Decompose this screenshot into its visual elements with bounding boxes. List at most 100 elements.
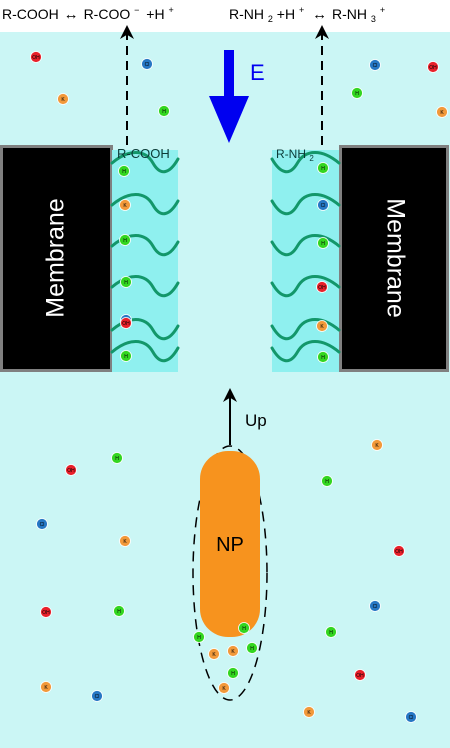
potassium-ion-disc (371, 439, 383, 451)
hydroxide-ion-disc (30, 51, 42, 63)
proton-ion-disc (113, 605, 125, 617)
chloride-ion: Cl (369, 600, 381, 612)
potassium-ion-label: K (375, 443, 379, 449)
potassium-ion-label: K (320, 324, 324, 330)
potassium-ion-disc (57, 93, 69, 105)
membrane-left-label: Membrane (42, 198, 70, 318)
right-group-subscript: 2 (309, 154, 314, 163)
velocity-label: Up (245, 411, 267, 430)
chloride-ion: Cl (36, 518, 48, 530)
potassium-ion-label: K (307, 710, 311, 716)
membrane-right (339, 145, 449, 372)
proton-ion-disc (158, 105, 170, 117)
hydroxide-ion-label: OH (122, 321, 130, 327)
potassium-ion-label: K (61, 97, 65, 103)
potassium-ion-label: K (212, 652, 216, 658)
hydroxide-ion-disc (65, 464, 77, 476)
hydroxide-ion-label: OH (67, 468, 75, 474)
chloride-ion: Cl (91, 690, 103, 702)
left-proton-term: +H (146, 6, 164, 22)
brushes-right (270, 151, 341, 363)
potassium-ion-label: K (440, 110, 444, 116)
hydroxide-ion: OH (354, 669, 366, 681)
chloride-ion: Cl (317, 199, 329, 211)
hydroxide-ion: OH (30, 51, 42, 63)
hydroxide-ion: OH (120, 317, 132, 329)
hydroxide-ion-label: OH (32, 55, 40, 61)
nanoparticle-label: NP (216, 534, 244, 556)
proton-ion-label: H (325, 479, 329, 485)
chloride-ion-label: Cl (40, 522, 45, 528)
chloride-ion-disc (91, 690, 103, 702)
right-equation: R-NH 2 +H + ↔ R-NH 3 + (229, 0, 385, 25)
field-label: E (250, 60, 265, 85)
proton-ion: H (321, 475, 333, 487)
potassium-ion-label: K (44, 685, 48, 691)
right-reactant-subscript: 2 (268, 14, 273, 24)
proton-ion: H (317, 162, 329, 174)
proton-ion: H (351, 87, 363, 99)
proton-ion-label: H (321, 241, 325, 247)
chloride-ion-disc (36, 518, 48, 530)
proton-ion-disc (118, 165, 130, 177)
potassium-ion: K (119, 199, 131, 211)
proton-ion: H (317, 237, 329, 249)
left-product: R-COO (84, 6, 131, 22)
right-product-charge: + (380, 5, 385, 15)
proton-ion-disc (227, 667, 239, 679)
potassium-ion-disc (119, 535, 131, 547)
potassium-ion: K (316, 320, 328, 332)
hydroxide-ion-label: OH (356, 673, 364, 679)
hydroxide-ion: OH (65, 464, 77, 476)
potassium-ion: K (436, 106, 448, 118)
potassium-ion-disc (436, 106, 448, 118)
proton-ion: H (193, 631, 205, 643)
hydroxide-ion-label: OH (318, 285, 326, 291)
proton-ion-disc (238, 622, 250, 634)
potassium-ion-disc (218, 682, 230, 694)
potassium-ion-disc (227, 645, 239, 657)
potassium-ion-label: K (222, 686, 226, 692)
proton-ion-label: H (124, 280, 128, 286)
proton-ion: H (227, 667, 239, 679)
ions-layer: OHClKHClOHHKHKHHClOHHHClHOHKHKOHHHClKOHC… (30, 51, 448, 723)
right-arrow: ↔ (312, 6, 327, 23)
hydroxide-ion-disc (427, 61, 439, 73)
proton-ion-disc (325, 626, 337, 638)
brush-chain (110, 193, 180, 216)
proton-ion-label: H (115, 456, 119, 462)
proton-ion: H (111, 452, 123, 464)
left-group-label: R-COOH (117, 146, 170, 161)
hydroxide-ion-disc (354, 669, 366, 681)
left-proton-charge: + (168, 5, 173, 15)
potassium-ion-label: K (123, 539, 127, 545)
chloride-ion-label: Cl (321, 203, 326, 209)
brush-chain (270, 275, 341, 298)
brush-chain (110, 340, 180, 363)
proton-ion-disc (120, 276, 132, 288)
left-equation: R-COOH ↔ R-COO − +H + (2, 0, 174, 23)
proton-ion-label: H (355, 91, 359, 97)
potassium-ion-disc (316, 320, 328, 332)
proton-ion-label: H (122, 169, 126, 175)
channel-layer-left (112, 150, 178, 372)
proton-ion-label: H (242, 626, 246, 632)
proton-ion-label: H (250, 646, 254, 652)
hydroxide-ion-disc (120, 317, 132, 329)
potassium-ion-disc (208, 648, 220, 660)
hydroxide-ion-disc (40, 606, 52, 618)
potassium-ion: K (303, 706, 315, 718)
chloride-ion-label: Cl (145, 62, 150, 68)
chloride-ion-label: Cl (95, 694, 100, 700)
proton-ion: H (158, 105, 170, 117)
proton-ion-label: H (231, 671, 235, 677)
proton-ion-disc (317, 162, 329, 174)
left-arrow: ↔ (64, 6, 79, 23)
proton-ion: H (120, 350, 132, 362)
potassium-ion: K (208, 648, 220, 660)
potassium-ion-disc (303, 706, 315, 718)
proton-ion: H (317, 351, 329, 363)
potassium-ion: K (119, 535, 131, 547)
hydroxide-ion: OH (393, 545, 405, 557)
hydroxide-ion: OH (316, 281, 328, 293)
